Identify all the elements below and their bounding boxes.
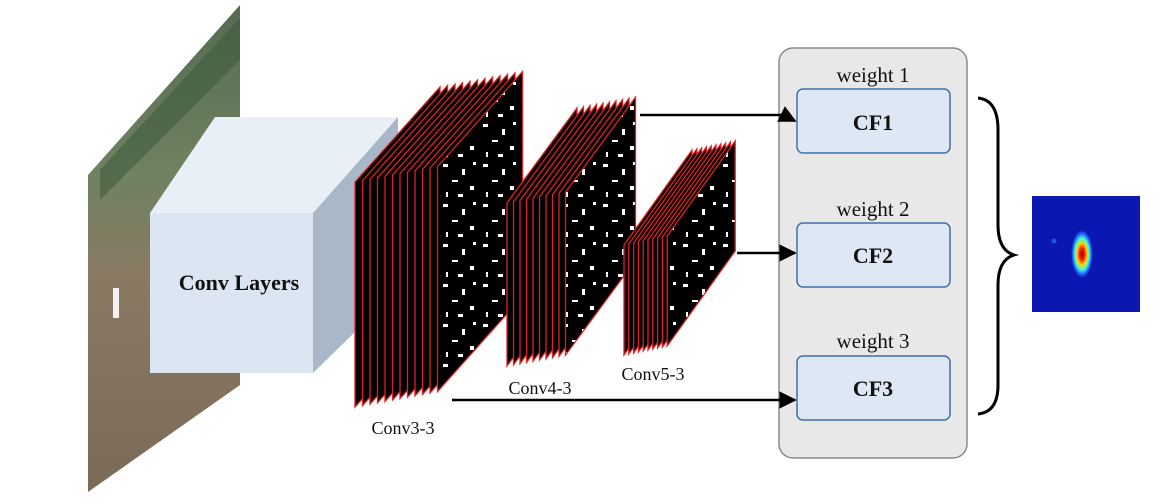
response-secondary-spot bbox=[1051, 238, 1057, 244]
conv3-3-feature-map bbox=[436, 69, 524, 394]
input-photo-person bbox=[113, 288, 119, 318]
conv5-3-feature-map bbox=[666, 138, 736, 349]
weight-1-label: weight 1 bbox=[837, 63, 910, 87]
weight-2-label: weight 2 bbox=[837, 197, 910, 221]
conv4-3-feature-map bbox=[564, 95, 637, 358]
conv-layers-label: Conv Layers bbox=[179, 270, 300, 295]
cf1-box bbox=[796, 88, 951, 154]
feature-map-stacks bbox=[354, 69, 736, 409]
response-peak bbox=[1071, 230, 1093, 278]
output-response-map bbox=[1032, 196, 1140, 312]
combine-brace bbox=[977, 96, 1020, 416]
conv-block-front bbox=[150, 213, 313, 373]
conv4-3-label: Conv4-3 bbox=[509, 378, 572, 398]
conv3-3-stack bbox=[354, 69, 524, 409]
arrow-conv4-to-cf1 bbox=[640, 106, 797, 123]
cf2-label: CF2 bbox=[853, 243, 893, 268]
input-photo-fence bbox=[100, 18, 240, 200]
cf3-label: CF3 bbox=[853, 376, 893, 401]
conv3-3-label: Conv3-3 bbox=[372, 418, 435, 438]
cf1-label: CF1 bbox=[853, 110, 893, 135]
conv4-3-stack bbox=[506, 95, 637, 368]
conv5-3-stack bbox=[623, 138, 736, 358]
weight-3-label: weight 3 bbox=[837, 329, 910, 353]
cf3-box bbox=[796, 355, 951, 421]
conv5-3-label: Conv5-3 bbox=[622, 364, 685, 384]
conv-block-top bbox=[150, 117, 398, 213]
cf2-box bbox=[796, 222, 951, 288]
